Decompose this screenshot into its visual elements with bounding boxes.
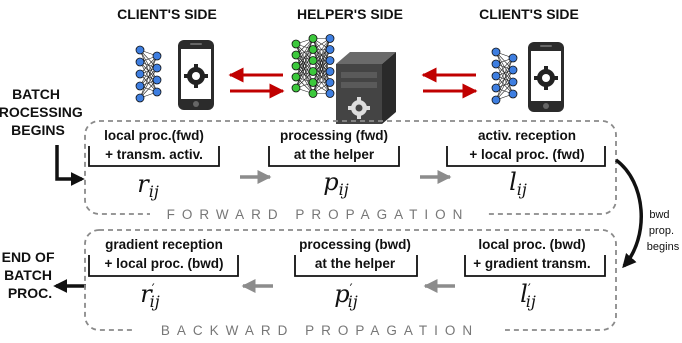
svg-text:activ. reception+ local proc.: activ. reception+ local proc. (fwd): [469, 128, 584, 162]
stage-fwd-local-proc: local proc.(fwd)+ transm. activ. rij: [88, 128, 220, 201]
network-node: [491, 83, 501, 93]
svg-text:processing (bwd)at the helper: processing (bwd)at the helper: [299, 237, 411, 271]
network-node: [291, 50, 301, 60]
network-edge: [312, 38, 331, 72]
network-edge: [312, 60, 331, 94]
network-edge: [495, 69, 514, 101]
backward-propagation-label: BACKWARD PROPAGATION: [161, 323, 479, 338]
network-node: [508, 89, 518, 99]
network-node: [491, 47, 501, 57]
var-r-ij-prime: r′ij: [140, 280, 160, 311]
var-r-ij: rij: [137, 170, 159, 201]
network-edge: [495, 57, 514, 101]
server-icon: [336, 52, 396, 124]
network-node: [308, 78, 318, 87]
stage-bwd-local-proc: local proc. (bwd)+ gradient transm. l′ij: [464, 237, 606, 311]
var-p-ij: pij: [323, 168, 348, 199]
stage-bwd-reception: gradient reception+ local proc. (bwd) r′…: [88, 237, 239, 311]
network-node: [491, 59, 501, 69]
bwd-start-arrow: [614, 158, 643, 269]
network-node: [325, 89, 335, 98]
client-left-illustration: [135, 40, 214, 110]
network-edge: [295, 38, 314, 67]
var-l-ij-prime: l′ij: [520, 280, 536, 311]
header-helper: HELPER'S SIDE: [297, 6, 403, 22]
bwd-prop-begins-label: bwd prop. begins: [647, 209, 680, 253]
header-client-right: CLIENT'S SIDE: [479, 6, 579, 22]
batch-begins-label: BATCH PROCESSING BEGINS: [0, 86, 87, 138]
svg-text:processing (fwd)at the helper: processing (fwd)at the helper: [280, 128, 388, 162]
network-edge: [139, 55, 158, 87]
forward-propagation-label: FORWARD PROPAGATION: [167, 207, 470, 222]
network-node: [308, 56, 318, 65]
stage-fwd-reception: activ. reception+ local proc. (fwd) lij: [446, 128, 606, 199]
var-p-ij-prime: p′ij: [334, 280, 357, 311]
network-node: [325, 56, 335, 65]
neural-network-icon: [135, 45, 162, 103]
gear-icon: [184, 64, 208, 88]
smartphone-icon: [178, 40, 214, 110]
smartphone-icon: [528, 42, 564, 112]
backward-dashed-border: [84, 229, 617, 331]
network-node: [308, 89, 318, 98]
stage-fwd-helper: processing (fwd)at the helper pij: [268, 128, 400, 199]
svg-text:gradient reception+ local proc: gradient reception+ local proc. (bwd): [105, 237, 224, 271]
network-node: [508, 77, 518, 87]
network-node: [152, 87, 162, 97]
gear-icon: [534, 66, 558, 90]
network-node: [308, 34, 318, 43]
network-edge: [295, 38, 314, 78]
network-node: [135, 81, 145, 91]
network-node: [152, 63, 162, 73]
network-node: [291, 72, 301, 82]
header-client-left: CLIENT'S SIDE: [117, 6, 217, 22]
helper-illustration: [291, 34, 396, 124]
forward-propagation-panel: FORWARD PROPAGATION local proc.(fwd)+ tr…: [84, 120, 617, 223]
network-node: [325, 45, 335, 54]
network-node: [291, 61, 301, 71]
network-edge: [312, 71, 331, 94]
network-edge: [495, 57, 514, 89]
network-node: [491, 95, 501, 105]
network-node: [308, 67, 318, 76]
backward-propagation-panel: BACKWARD PROPAGATION gradient reception+…: [84, 229, 617, 340]
gear-icon: [348, 97, 370, 119]
network-edge: [312, 49, 331, 94]
network-node: [135, 93, 145, 103]
client-right-illustration: [491, 42, 564, 112]
network-node: [135, 69, 145, 79]
network-node: [291, 39, 301, 49]
neural-network-icon: [291, 34, 335, 98]
stage-bwd-helper: processing (bwd)at the helper p′ij: [294, 237, 418, 311]
network-node: [325, 78, 335, 87]
batch-end-label: END OF BATCH PROC.: [2, 249, 59, 301]
network-node: [152, 51, 162, 61]
svg-text:local proc.(fwd)+ transm. acti: local proc.(fwd)+ transm. activ.: [104, 128, 204, 162]
network-node: [135, 45, 145, 55]
network-node: [152, 75, 162, 85]
network-edge: [295, 60, 314, 89]
start-arrow: [55, 145, 85, 186]
network-node: [508, 53, 518, 63]
network-node: [308, 45, 318, 54]
svg-text:local proc. (bwd)+ gradient tr: local proc. (bwd)+ gradient transm.: [473, 237, 590, 271]
network-edge: [139, 55, 158, 99]
network-node: [491, 71, 501, 81]
network-edge: [312, 38, 331, 83]
var-l-ij: lij: [509, 168, 527, 199]
network-node: [325, 67, 335, 76]
network-node: [291, 83, 301, 93]
network-node: [135, 57, 145, 67]
network-edge: [295, 49, 314, 89]
network-node: [325, 34, 335, 43]
network-node: [508, 65, 518, 75]
neural-network-icon: [491, 47, 518, 105]
network-edge: [312, 38, 331, 61]
network-edge: [139, 67, 158, 99]
